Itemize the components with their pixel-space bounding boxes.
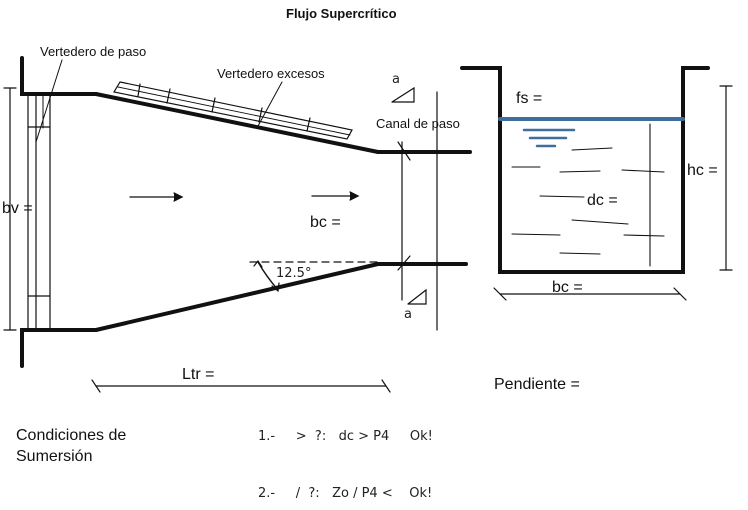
ltr-dimension [91, 379, 391, 393]
label-fs: fs = [516, 90, 543, 107]
label-pendiente: Pendiente = [494, 376, 580, 393]
plan-view [3, 56, 472, 393]
section-cut-marks [391, 86, 438, 331]
angle-arrowhead-top [253, 259, 263, 268]
condition-line-2: 2.- / ?: Zo / P4 < Ok! [258, 486, 433, 501]
label-canal-paso: Canal de paso [376, 116, 460, 131]
transition-wall-top [94, 92, 380, 154]
label-bv: bv = [2, 200, 33, 217]
label-vertedero-paso: Vertedero de paso [40, 44, 147, 59]
bc-section-dimension [493, 287, 687, 301]
angle-arc [257, 261, 279, 291]
inlet-wall-bottom [20, 328, 98, 368]
angle-arrowhead [271, 282, 280, 293]
transition-wall-bottom [94, 262, 380, 332]
inlet-wall-top [20, 56, 98, 96]
section-channel [460, 66, 710, 274]
condition-line-1: 1.- > ?: dc > P4 Ok! [258, 429, 433, 444]
excess-weir [113, 81, 353, 140]
flow-arrows [129, 191, 360, 202]
water-surface-symbol [522, 128, 576, 148]
label-angle: 12.5° [276, 266, 312, 281]
bv-dimension [3, 87, 17, 331]
hc-dimension [719, 85, 733, 271]
label-section-a-top: a [392, 72, 400, 87]
label-hc: hc = [687, 162, 718, 179]
diagram-title: Flujo Supercrítico [286, 6, 397, 21]
label-vertedero-excesos: Vertedero excesos [217, 66, 325, 81]
water-hatch [511, 147, 665, 255]
leader-vertedero-excesos [257, 81, 283, 127]
cross-section [460, 66, 733, 301]
label-bc-section: bc = [552, 279, 583, 296]
label-ltr: Ltr = [182, 366, 215, 383]
inlet-weir [27, 93, 51, 331]
label-section-a-bottom: a [404, 307, 412, 322]
conditions-heading: Condiciones de Sumersión [16, 427, 127, 465]
label-bc-plan: bc = [310, 214, 341, 231]
label-dc: dc = [587, 192, 618, 209]
leader-vertedero-paso [35, 59, 63, 143]
